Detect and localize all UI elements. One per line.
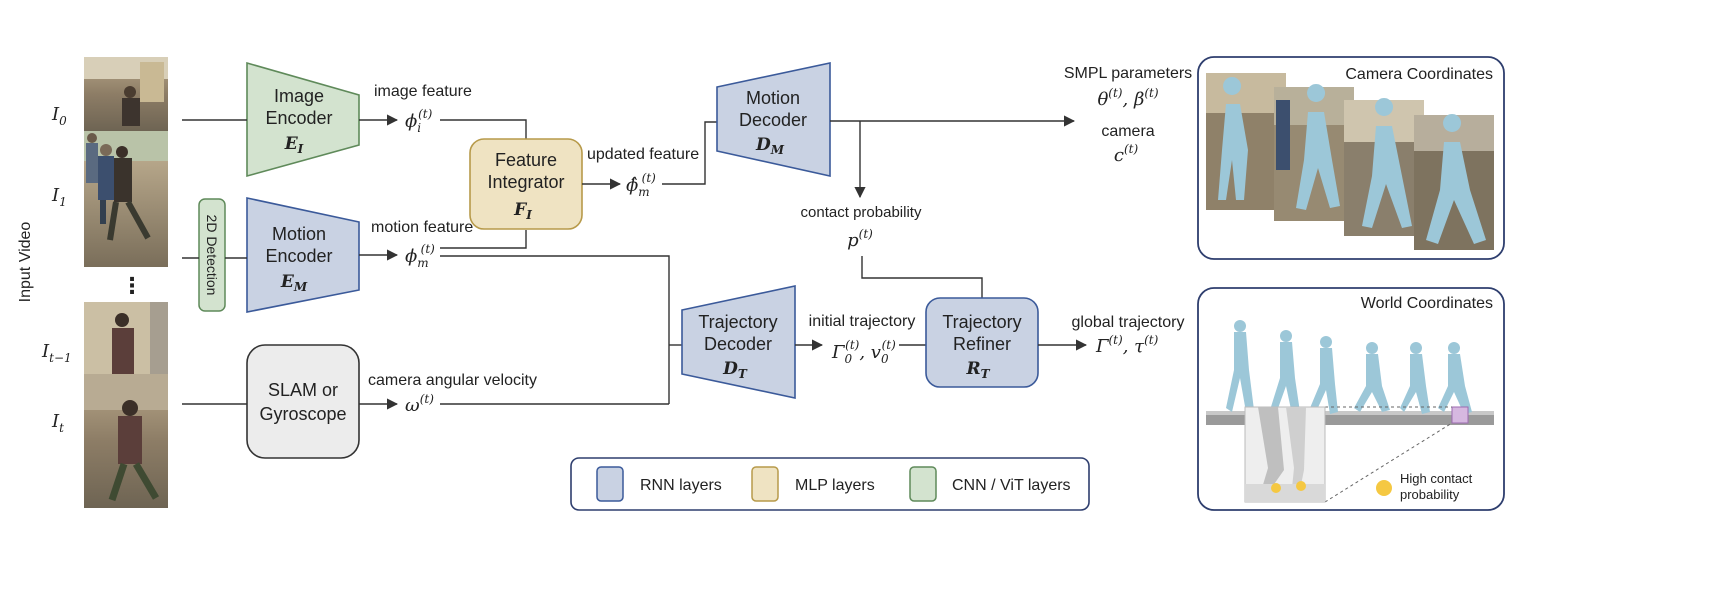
svg-text:Encoder: Encoder — [265, 246, 332, 266]
svg-text:Trajectory: Trajectory — [698, 312, 777, 332]
frame-label-t-minus-1: It−1 — [41, 341, 72, 365]
wire-motion-feature-to-integrator — [440, 230, 527, 249]
camera-velocity-label: camera angular velocity — [368, 372, 537, 389]
slam-box: SLAM or Gyroscope — [246, 344, 360, 459]
image-feature-symbol: ϕi(t) — [405, 107, 433, 135]
svg-text:Motion: Motion — [272, 224, 326, 244]
frame-label-1: I1 — [51, 185, 67, 209]
svg-text:Gyroscope: Gyroscope — [259, 404, 346, 424]
initial-trajectory-symbol: Γ0(t), v0(t) — [831, 338, 896, 366]
svg-text:MLP layers: MLP layers — [795, 477, 875, 494]
svg-text:RNN layers: RNN layers — [640, 477, 722, 494]
frame-ellipsis: ⋮ — [121, 273, 143, 298]
world-coordinates-panel: World Coordinates High contact probabi — [1197, 287, 1505, 511]
svg-text:Encoder: Encoder — [265, 108, 332, 128]
svg-text:Image: Image — [274, 86, 324, 106]
frame-label-0: I0 — [51, 104, 67, 128]
svg-text:I1: I1 — [51, 185, 67, 209]
svg-text:CNN / ViT layers: CNN / ViT layers — [952, 477, 1071, 494]
svg-text:World Coordinates: World Coordinates — [1361, 295, 1493, 312]
omega-symbol: ω(t) — [405, 392, 434, 416]
world-figures — [1226, 320, 1472, 414]
svg-text:Trajectory: Trajectory — [942, 312, 1021, 332]
frame-label-t: It — [51, 411, 64, 435]
svg-text:Integrator: Integrator — [487, 172, 564, 192]
video-frame-t — [84, 374, 168, 508]
updated-feature-label: updated feature — [587, 146, 699, 163]
svg-text:RT: RT — [965, 359, 990, 381]
svg-text:Decoder: Decoder — [704, 334, 772, 354]
image-feature-label: image feature — [374, 83, 472, 100]
svg-text:SLAM or: SLAM or — [268, 380, 338, 400]
wire-updated-to-motion-decoder — [662, 121, 717, 185]
camera-coordinates-panel: Camera Coordinates — [1197, 56, 1505, 260]
camera-render-3 — [1344, 98, 1424, 236]
svg-text:It: It — [51, 411, 64, 435]
legend-item-rnn: RNN layers — [596, 466, 722, 502]
motion-decoder: Motion Decoder DM — [716, 62, 831, 177]
svg-text:It−1: It−1 — [41, 341, 72, 365]
legend-item-mlp: MLP layers — [751, 466, 875, 502]
svg-text:EM: EM — [280, 272, 308, 294]
svg-text:I0: I0 — [51, 104, 67, 128]
camera-symbol: c(t) — [1114, 142, 1139, 166]
motion-encoder: Motion Encoder EM — [246, 197, 360, 313]
trajectory-refiner: Trajectory Refiner RT — [925, 297, 1039, 388]
video-frame-t-minus-1 — [84, 302, 168, 374]
motion-feature-label: motion feature — [371, 219, 473, 236]
svg-text:Decoder: Decoder — [739, 110, 807, 130]
smpl-symbol: θ(t), β(t) — [1097, 86, 1158, 110]
svg-text:DM: DM — [755, 135, 785, 157]
input-video-label: Input Video — [17, 222, 34, 303]
svg-text:Feature: Feature — [495, 150, 557, 170]
contact-symbol: p(t) — [847, 227, 873, 251]
contact-dot-icon — [1376, 480, 1392, 496]
legend: RNN layers MLP layers CNN / ViT layers — [570, 457, 1090, 511]
camera-render-1 — [1206, 73, 1286, 210]
global-trajectory-symbol: Γ(t), τ(t) — [1095, 333, 1159, 357]
motion-feature-symbol: ϕm(t) — [405, 242, 435, 270]
camera-label: camera — [1101, 123, 1154, 140]
camera-render-4 — [1414, 114, 1494, 250]
legend-item-cnn: CNN / ViT layers — [909, 466, 1071, 502]
feature-integrator: Feature Integrator FI — [469, 138, 583, 230]
contact-zoom-inset — [1244, 406, 1326, 503]
image-encoder: Image Encoder EI — [246, 61, 360, 178]
svg-text:FI: FI — [513, 200, 532, 222]
svg-text:Refiner: Refiner — [953, 334, 1011, 354]
wire-contact-to-refiner — [861, 256, 983, 298]
smpl-label: SMPL parameters — [1064, 65, 1192, 82]
trajectory-decoder: Trajectory Decoder DT — [681, 285, 796, 399]
contact-note-line2: probability — [1400, 487, 1460, 502]
svg-text:Camera Coordinates: Camera Coordinates — [1345, 66, 1493, 83]
video-frame-1 — [84, 131, 168, 267]
contact-label: contact probability — [801, 204, 922, 221]
camera-render-2 — [1274, 84, 1354, 221]
initial-trajectory-label: initial trajectory — [809, 313, 916, 330]
contact-note-line1: High contact — [1400, 471, 1473, 486]
global-trajectory-label: global trajectory — [1072, 314, 1185, 331]
detection-box: 2D Detection — [198, 198, 226, 312]
wire-image-feature-to-integrator — [440, 119, 527, 140]
updated-feature-symbol: ϕ̂m(t) — [626, 171, 656, 199]
svg-text:2D Detection: 2D Detection — [204, 215, 220, 296]
svg-text:Motion: Motion — [746, 88, 800, 108]
video-frame-0 — [84, 57, 168, 131]
svg-text:DT: DT — [722, 359, 748, 381]
wire-motion-feature-to-trajectory — [440, 255, 670, 404]
svg-text:EI: EI — [284, 134, 304, 156]
